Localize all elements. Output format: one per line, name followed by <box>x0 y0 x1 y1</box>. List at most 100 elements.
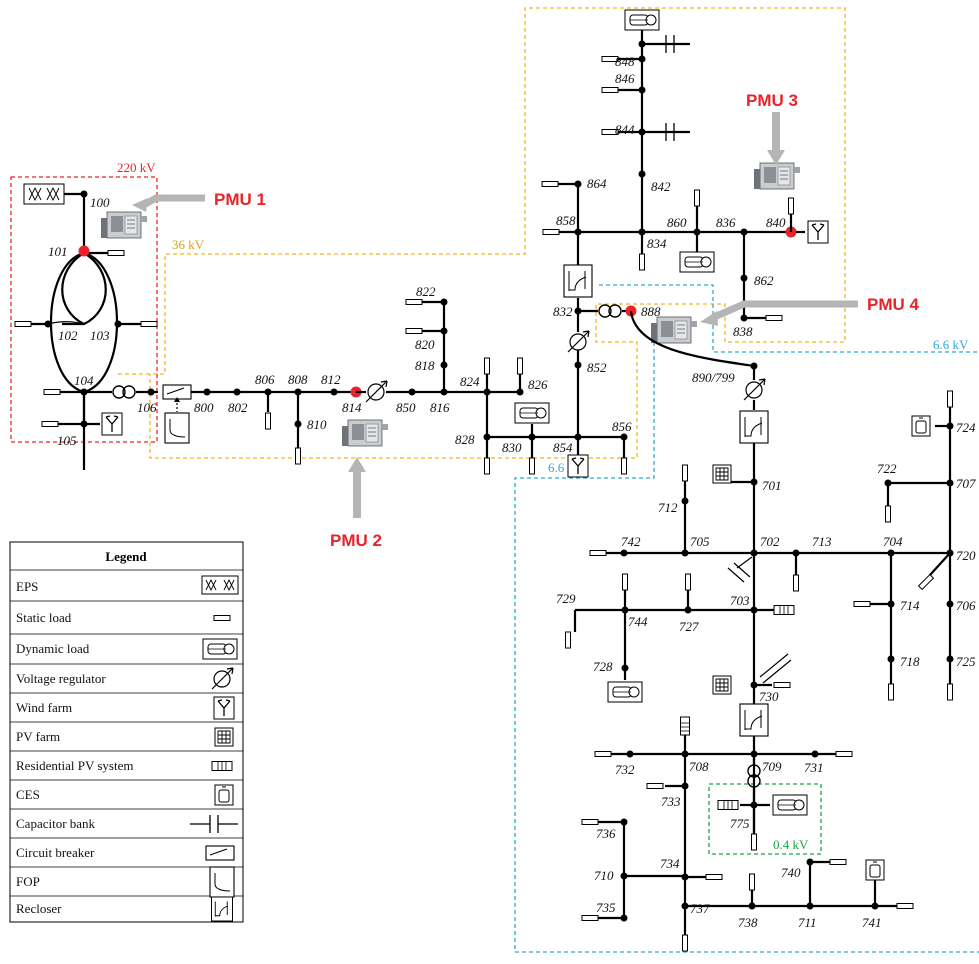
bus-830: 830 <box>502 440 522 455</box>
bus-858: 858 <box>556 213 576 228</box>
bus-744: 744 <box>628 614 648 629</box>
circuit-breaker-icon <box>205 845 235 861</box>
bus-842: 842 <box>651 179 671 194</box>
pmu-1-device <box>100 211 148 239</box>
pmu-2-device <box>341 419 389 447</box>
wind-farm-icon <box>213 696 235 720</box>
bus-712: 712 <box>658 500 678 515</box>
bus-707: 707 <box>956 476 976 491</box>
bus-709: 709 <box>762 759 782 774</box>
bus-100: 100 <box>90 195 110 210</box>
dynamic-load-icon <box>202 638 238 660</box>
pmu-3-device <box>753 162 801 190</box>
zone-36kv-label: 36 kV <box>172 237 205 252</box>
bus-824: 824 <box>460 374 480 389</box>
pmu-4-arrow <box>710 300 858 322</box>
bus-854: 854 <box>553 440 573 455</box>
bus-852: 852 <box>587 360 607 375</box>
bus-740: 740 <box>781 865 801 880</box>
bus-802: 802 <box>228 400 248 415</box>
legend-item-dynamic-load: Dynamic load <box>16 641 90 656</box>
bus-808: 808 <box>288 372 308 387</box>
bus-775: 775 <box>730 816 750 831</box>
bus-840: 840 <box>766 215 786 230</box>
legend-title: Legend <box>105 549 147 564</box>
bus-828: 828 <box>455 432 475 447</box>
bus-103: 103 <box>90 328 110 343</box>
bus-724: 724 <box>956 420 976 435</box>
zone-0-4kv-box <box>708 783 822 855</box>
residential-pv-icon <box>211 761 233 771</box>
bus-706: 706 <box>956 598 976 613</box>
bus-732: 732 <box>615 762 635 777</box>
bus-703: 703 <box>730 593 750 608</box>
bus-890-799: 890/799 <box>692 370 735 385</box>
circuit-breaker <box>162 384 192 400</box>
pmu-1-arrow <box>140 194 205 210</box>
bus-718: 718 <box>900 654 920 669</box>
zone-6-6kv-label-a: 6.6 kV <box>933 337 969 352</box>
bus-705: 705 <box>690 534 710 549</box>
legend-item-pv-farm: PV farm <box>16 729 60 744</box>
bus-856: 856 <box>612 419 632 434</box>
bus-844: 844 <box>615 122 635 137</box>
bus-832: 832 <box>553 304 573 319</box>
legend-item-residential-pv: Residential PV system <box>16 758 133 773</box>
bus-812: 812 <box>321 372 341 387</box>
legend-item-voltage-regulator: Voltage regulator <box>16 671 106 686</box>
bus-846: 846 <box>615 71 635 86</box>
bus-711: 711 <box>798 915 817 930</box>
eps-source <box>23 183 65 205</box>
bus-741: 741 <box>862 915 882 930</box>
bus-729: 729 <box>556 591 576 606</box>
bus-816: 816 <box>430 400 450 415</box>
bus-710: 710 <box>594 868 614 883</box>
pmu-4-label: PMU 4 <box>867 295 920 314</box>
bus-738: 738 <box>738 915 758 930</box>
bus-838: 838 <box>733 324 753 339</box>
substation-transformer <box>112 385 136 399</box>
recloser-icon <box>211 896 233 922</box>
legend-item-capacitor-bank: Capacitor bank <box>16 816 96 831</box>
bus-106: 106 <box>137 400 157 415</box>
bus-800: 800 <box>194 400 214 415</box>
bus-826: 826 <box>528 377 548 392</box>
legend-item-recloser: Recloser <box>16 901 62 916</box>
legend-item-eps: EPS <box>16 579 38 594</box>
bus-733: 733 <box>661 794 681 809</box>
bus-734: 734 <box>660 856 680 871</box>
bus-818: 818 <box>415 358 435 373</box>
bus-731: 731 <box>804 760 824 775</box>
zone-36kv-box <box>118 7 846 459</box>
bus-737: 737 <box>690 901 710 916</box>
legend-item-circuit-breaker: Circuit breaker <box>16 845 95 860</box>
pmu-3-label: PMU 3 <box>746 91 798 110</box>
bus-860: 860 <box>667 215 687 230</box>
legend-item-ces: CES <box>16 787 40 802</box>
bus-725: 725 <box>956 654 976 669</box>
bus-834: 834 <box>647 236 667 251</box>
bus-810: 810 <box>307 417 327 432</box>
bus-714: 714 <box>900 598 920 613</box>
bus-814: 814 <box>342 400 362 415</box>
bus-888: 888 <box>641 304 661 319</box>
bus-736: 736 <box>596 826 616 841</box>
ces-icon <box>214 784 234 806</box>
bus-701: 701 <box>762 478 782 493</box>
bus-735: 735 <box>596 900 616 915</box>
bus-105: 105 <box>57 433 77 448</box>
bus-822: 822 <box>416 284 436 299</box>
bus-101: 101 <box>48 244 68 259</box>
bus-836: 836 <box>716 215 736 230</box>
bus-727: 727 <box>679 619 699 634</box>
pmu-2-label: PMU 2 <box>330 531 382 550</box>
bus-728: 728 <box>593 659 613 674</box>
legend-item-wind-farm: Wind farm <box>16 700 72 715</box>
bus-720: 720 <box>956 548 976 563</box>
bus-850: 850 <box>396 400 416 415</box>
pmu-1-node <box>78 245 90 257</box>
zone-220kv-label: 220 kV <box>117 160 156 175</box>
bus-704: 704 <box>883 534 903 549</box>
capacitor-bank-icon <box>190 815 238 833</box>
